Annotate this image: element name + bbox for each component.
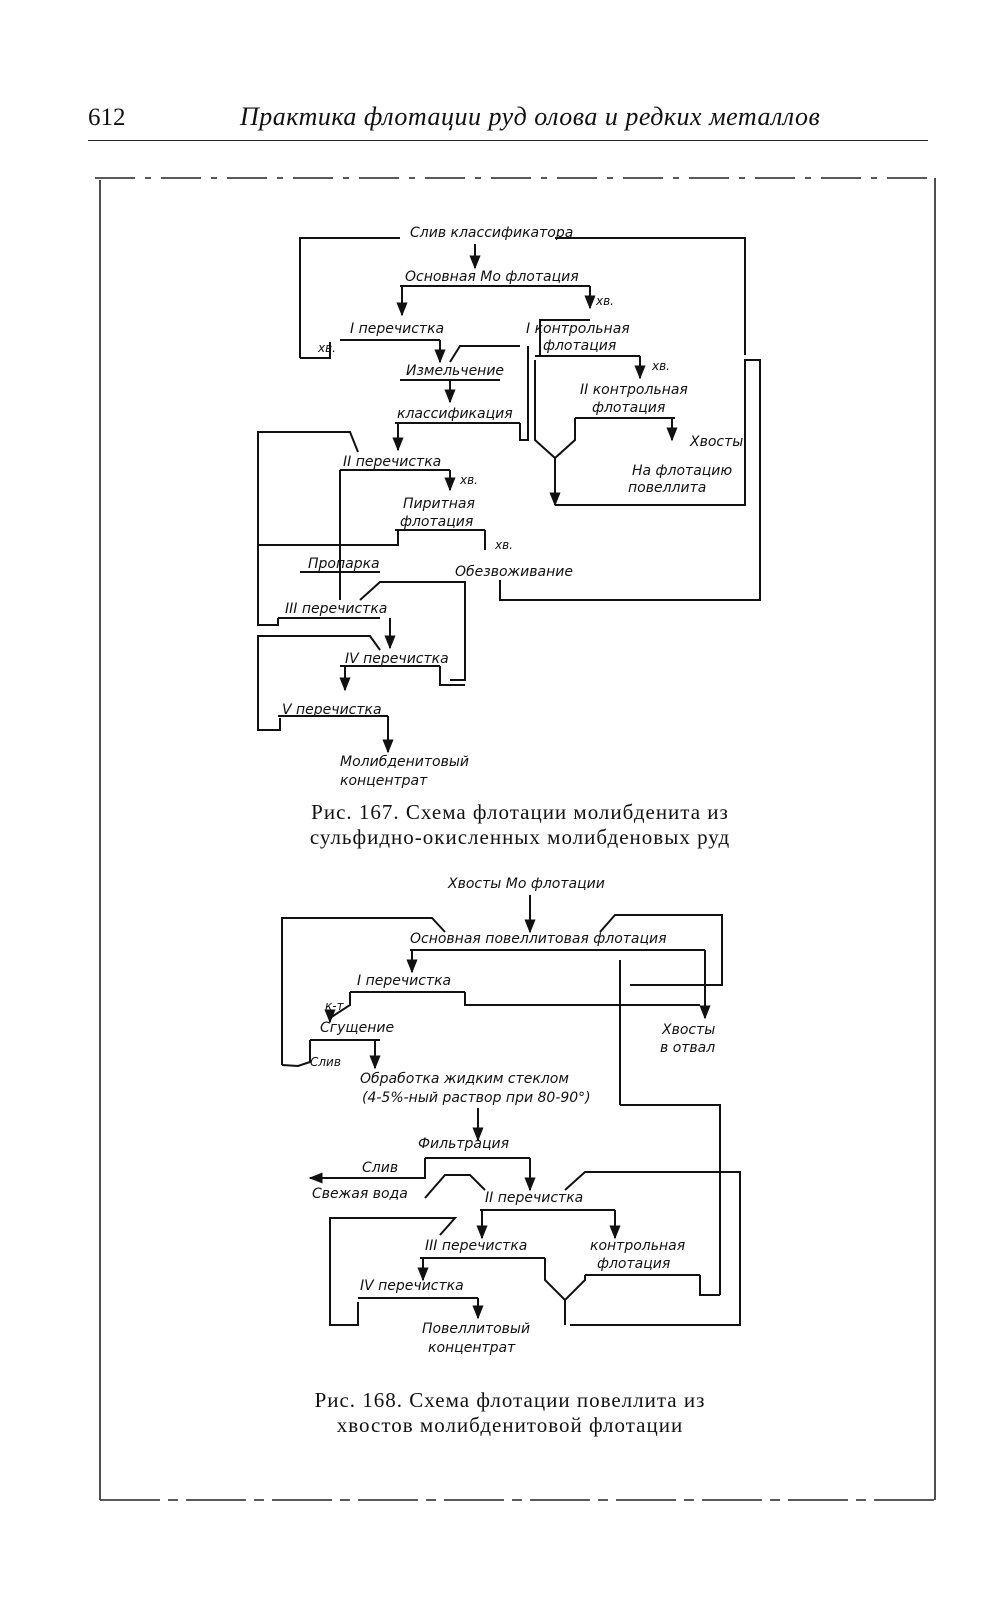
figure-frame <box>95 177 936 1501</box>
figure-168-diagram: Хвосты Mo флотации Основная повеллитовая… <box>281 876 741 1356</box>
label-xv-4: хв. <box>459 473 478 487</box>
label-iii-perechistka-168: III перечистка <box>425 1238 527 1254</box>
figure-167-diagram: Слив классификатора Основная Mo флотация… <box>257 225 761 789</box>
page-number: 612 <box>88 104 126 131</box>
caption-figure-167: Рис. 167. Схема флотации молибденита из … <box>200 800 840 850</box>
label-ii-perechistka-168: II перечистка <box>485 1190 583 1206</box>
label-iv-perechistka: IV перечистка <box>345 651 449 667</box>
caption-168-line-1: Рис. 168. Схема флотации повеллита из <box>314 1388 706 1412</box>
caption-figure-168: Рис. 168. Схема флотации повеллита из хв… <box>230 1388 790 1438</box>
running-title: Практика флотации руд олова и редких мет… <box>240 102 821 131</box>
label-xvosty: Хвосты <box>689 434 743 450</box>
label-sliv-klassifikatora: Слив классификатора <box>410 225 573 241</box>
label-obrabotka: Обработка жидким стеклом <box>360 1071 569 1087</box>
label-klassifikaciya: классификация <box>397 406 513 422</box>
caption-168-line-2: хвостов молибденитовой флотации <box>336 1413 684 1437</box>
label-piritnaya: Пиритная <box>403 496 475 512</box>
label-osnovnaya-povellitovaya: Основная повеллитовая флотация <box>410 931 667 947</box>
label-svezhaya-voda: Свежая вода <box>312 1186 408 1202</box>
label-i-perechistka: I перечистка <box>350 321 444 337</box>
caption-167-line-1: Рис. 167. Схема флотации молибденита из <box>311 800 729 824</box>
label-xv-3: хв. <box>651 359 670 373</box>
label-xv-2: хв. <box>317 341 336 355</box>
label-i-perechistka-168: I перечистка <box>357 973 451 989</box>
label-filtraciya: Фильтрация <box>418 1136 509 1152</box>
label-i-kontrolnaya: I контрольная <box>526 321 630 337</box>
label-ii-kontr-flotaciya: флотация <box>592 400 665 416</box>
page-header: 612 Практика флотации руд олова и редких… <box>0 0 994 150</box>
label-xvosty-mo: Хвосты Mo флотации <box>447 876 605 892</box>
label-povellitovyj: Повеллитовый <box>422 1321 530 1337</box>
label-sliv-2: Слив <box>362 1160 398 1176</box>
label-rastvor: (4-5%-ный раствор при 80-90°) <box>362 1090 591 1106</box>
label-piritnaya-flotaciya: флотация <box>400 514 473 530</box>
label-i-kontr-flotaciya: флотация <box>543 338 616 354</box>
label-kontrolnaya: контрольная <box>590 1238 685 1254</box>
label-sgushchenie: Сгущение <box>320 1020 394 1036</box>
label-povellita: повеллита <box>628 480 706 496</box>
label-koncentrat-2: концентрат <box>428 1340 516 1356</box>
label-iv-perechistka-168: IV перечистка <box>360 1278 464 1294</box>
label-xv-5: хв. <box>494 538 513 552</box>
label-xvosty-otval: Хвосты <box>661 1022 715 1038</box>
label-proparka: Пропарка <box>308 556 380 572</box>
figure-168-flow-lines <box>281 895 741 1326</box>
figure-167-flow-lines <box>257 237 761 754</box>
label-ii-kontrolnaya: II контрольная <box>580 382 688 398</box>
label-osnovnaya-mo-flotaciya: Основная Mo флотация <box>405 269 579 285</box>
caption-167-line-2: сульфидно-окисленных молибденовых руд <box>309 825 731 849</box>
label-molibdenitovyj: Молибденитовый <box>340 754 469 770</box>
header-rule <box>88 140 928 141</box>
label-obezvozhivanie: Обезвоживание <box>455 564 573 580</box>
label-na-flotaciyu: На флотацию <box>632 463 732 479</box>
label-iii-perechistka: III перечистка <box>285 601 387 617</box>
label-ii-perechistka: II перечистка <box>343 454 441 470</box>
label-koncentrat-1: концентрат <box>340 773 428 789</box>
label-kontr-flotaciya: флотация <box>597 1256 670 1272</box>
label-izmelchenie: Измельчение <box>406 363 504 379</box>
label-xv-1: хв. <box>595 294 614 308</box>
label-v-otval: в отвал <box>660 1040 715 1056</box>
label-sliv-1: Слив <box>310 1055 341 1069</box>
label-v-perechistka: V перечистка <box>282 702 382 718</box>
